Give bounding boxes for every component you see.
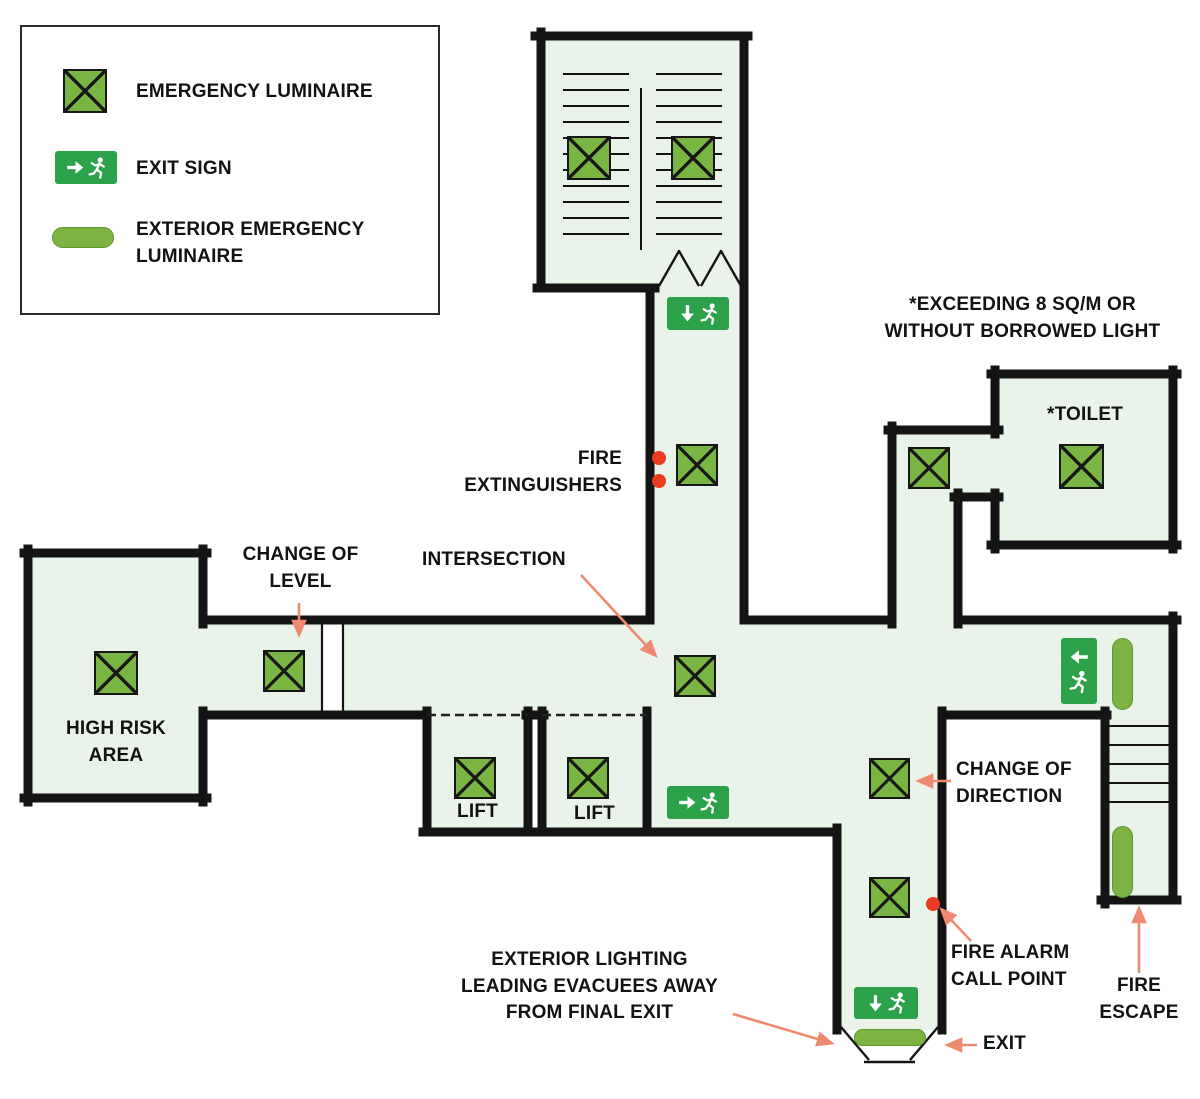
exit-sign-icon (55, 151, 117, 184)
toilet-label: *TOILET (1047, 404, 1123, 425)
emergency-luminaire-icon (263, 650, 305, 692)
exit-sign-icon (667, 786, 729, 819)
legend-label-exterior-emergency-luminaire: EXTERIOR EMERGENCY LUMINAIRE (136, 219, 365, 267)
exceeding-note-label: *EXCEEDING 8 SQ/M OR WITHOUT BORROWED LI… (884, 294, 1161, 342)
emergency-luminaire-icon (94, 651, 138, 695)
exit-sign-icon (854, 987, 918, 1019)
change-of-level-band (323, 624, 342, 711)
change-of-direction-label: CHANGE OF DIRECTION (956, 759, 1072, 807)
arrow-right-icon (66, 161, 83, 174)
emergency-luminaire-icon (869, 877, 910, 918)
running-man-icon (699, 301, 717, 325)
exit-sign-icon (1061, 638, 1097, 704)
running-man-icon (1069, 669, 1087, 694)
fire-extinguisher-icon (652, 451, 666, 465)
walls (19, 27, 1182, 1035)
exterior-lighting-label: EXTERIOR LIGHTING LEADING EVACUEES AWAY … (461, 949, 718, 1024)
emergency-luminaire-icon (676, 444, 718, 486)
fire-escape-label: FIRE ESCAPE (1099, 975, 1179, 1023)
stairwell-door (657, 249, 743, 287)
emergency-luminaire-icon (908, 447, 950, 489)
emergency-luminaire-icon (454, 757, 496, 799)
running-man-icon (87, 155, 105, 179)
exterior-lighting-arrow (732, 1012, 835, 1047)
exit-label: EXIT (983, 1033, 1027, 1054)
running-man-icon (887, 991, 905, 1014)
emergency-luminaire-icon (869, 758, 910, 799)
exterior-emergency-luminaire-icon (854, 1029, 926, 1046)
emergency-luminaire-icon (63, 69, 107, 113)
floor-fills (28, 32, 1177, 1030)
fire-extinguisher-icon (652, 474, 666, 488)
exterior-emergency-luminaire-icon (52, 227, 114, 248)
high-risk-area-label: HIGH RISK AREA (66, 718, 166, 766)
arrow-left-icon (1070, 650, 1088, 664)
legend-label-exit-sign: EXIT SIGN (136, 158, 232, 179)
exterior-emergency-luminaire-icon (1112, 826, 1133, 898)
change-of-level-lines (320, 624, 345, 711)
intersection-arrow (580, 574, 658, 658)
fire-escape-treads (1109, 725, 1171, 803)
intersection-label: INTERSECTION (422, 549, 566, 570)
emergency-luminaire-icon (567, 136, 611, 180)
fire-alarm-arrow (939, 907, 972, 942)
exit-sign-icon (667, 297, 729, 330)
lift-label: LIFT (574, 803, 615, 824)
arrow-down-icon (868, 994, 882, 1011)
arrow-down-icon (680, 305, 694, 322)
final-exit-door (840, 1026, 939, 1064)
emergency-luminaire-icon (567, 757, 609, 799)
arrow-right-icon (678, 796, 695, 809)
lift-label: LIFT (457, 801, 498, 822)
emergency-luminaire-icon (671, 136, 715, 180)
exterior-emergency-luminaire-icon (1112, 638, 1133, 710)
fire-extinguishers-label: FIRE EXTINGUISHERS (464, 448, 622, 496)
emergency-luminaire-icon (674, 655, 716, 697)
running-man-icon (699, 790, 717, 814)
legend-label-emergency-luminaire: EMERGENCY LUMINAIRE (136, 81, 373, 102)
fire-alarm-call-point-icon (926, 897, 940, 911)
fire-alarm-call-point-label: FIRE ALARM CALL POINT (951, 942, 1070, 990)
change-of-level-label: CHANGE OF LEVEL (242, 544, 359, 592)
emergency-luminaire-icon (1059, 444, 1104, 489)
